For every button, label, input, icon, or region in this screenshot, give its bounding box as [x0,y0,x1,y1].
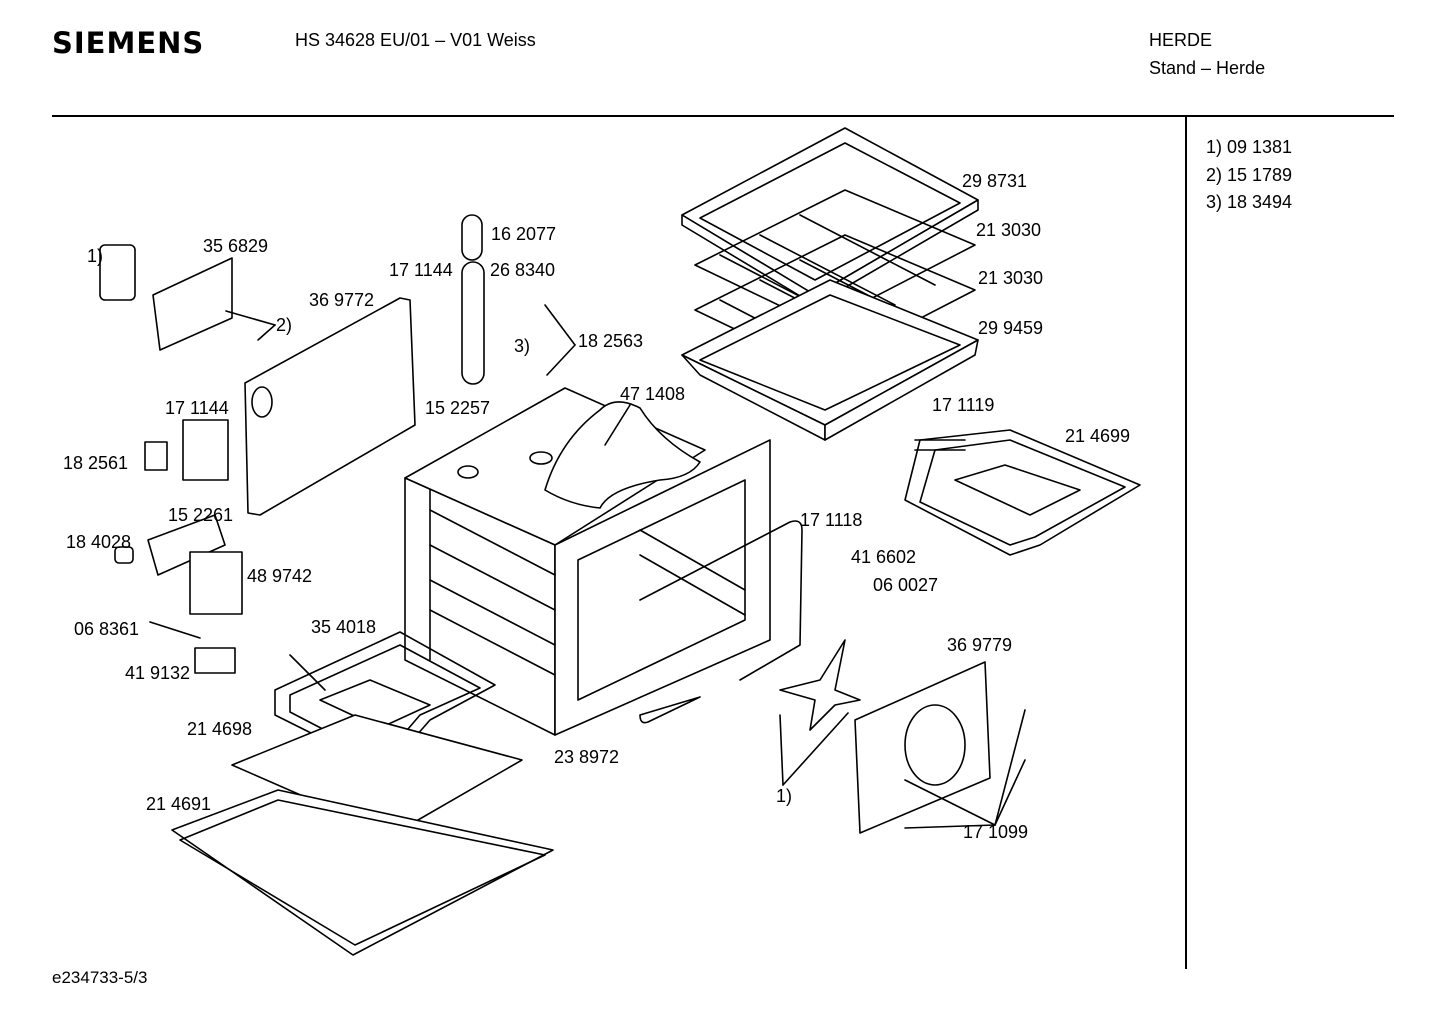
part-number-label: 06 8361 [74,619,139,639]
part-number-label: 18 4028 [66,532,131,552]
part-number-label: 21 3030 [978,268,1043,288]
ref-marker: 3) [514,336,530,356]
part-number-label: 29 9459 [978,318,1043,338]
fan-wheel-drawing [779,639,861,731]
part-number-label: 17 1144 [165,398,229,418]
part-number-label: 06 0027 [873,575,938,595]
part-number-label: 18 2561 [63,453,128,473]
part-number-label: 21 3030 [976,220,1041,240]
deep-tray-drawing [681,279,979,441]
subcategory-label: Stand – Herde [1149,58,1266,78]
legend-divider [1185,117,1187,969]
insulation-mat-drawing [544,401,701,509]
part-number-label: 29 8731 [962,171,1027,191]
control-bracket-drawing [152,257,233,351]
legend-item: 1) 09 1381 [1206,137,1293,157]
part-number-label: 47 1408 [620,384,685,404]
bottom-plate-drawing [171,789,554,956]
part-number-label: 16 2077 [491,224,556,244]
ref-marker: 1) [776,786,792,806]
document-id: e234733-5/3 [52,968,148,987]
part-number-label: 23 8972 [554,747,619,767]
top-heating-element-drawing [904,429,1141,556]
door-seal-drawing [639,520,803,724]
part-number-label: 41 6602 [851,547,916,567]
legend-item: 3) 18 3494 [1206,192,1293,212]
part-number-label: 17 1099 [963,822,1028,842]
part-number-label: 17 1118 [800,510,862,530]
part-number-label: 17 1144 [389,260,453,280]
part-number-label: 15 2257 [425,398,490,418]
brand-logo: SIEMENS [52,26,205,60]
baking-tray-drawing [681,127,979,306]
part-number-label: 21 4698 [187,719,252,739]
part-number-label: 15 2261 [168,505,233,525]
rear-panel-drawing [244,297,416,516]
header-divider [52,115,1394,117]
part-number-label: 21 4691 [146,794,211,814]
model-title: HS 34628 EU/01 – V01 Weiss [295,30,536,50]
part-number-label: 36 9772 [309,290,374,310]
part-number-label: 35 4018 [311,617,376,637]
part-number-label: 35 6829 [203,236,268,256]
part-number-label: 21 4699 [1065,426,1130,446]
category-label: HERDE [1149,30,1213,50]
ref-marker: 2) [276,315,292,335]
part-number-label: 26 8340 [490,260,555,280]
part-number-label: 18 2563 [578,331,643,351]
fan-cover-drawing [854,661,991,834]
part-number-label: 17 1119 [932,395,994,415]
legend-item: 2) 15 1789 [1206,164,1293,185]
part-number-label: 48 9742 [247,566,312,586]
part-number-label: 36 9779 [947,635,1012,655]
legend-list: 1) 09 1381 2) 15 1789 3) 18 3494 [1206,134,1292,217]
ref-marker: 1) [87,246,103,266]
part-number-label: 41 9132 [125,663,190,683]
